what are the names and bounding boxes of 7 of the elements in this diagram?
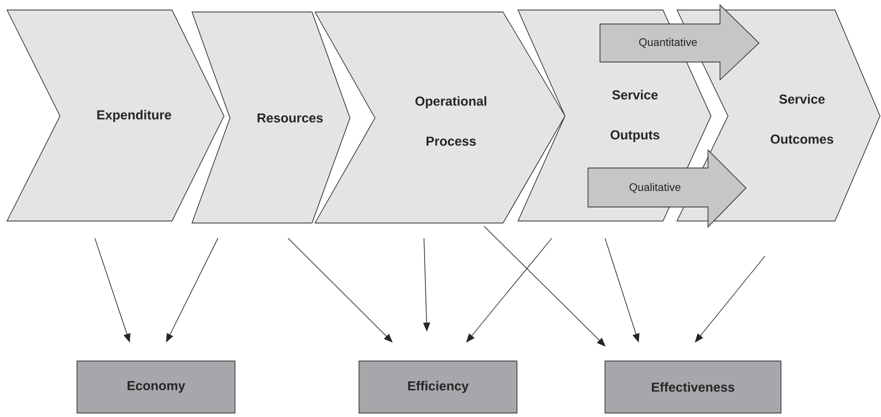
measure-tag: Quantitative — [600, 4, 760, 81]
outcome-box: Economy — [76, 360, 236, 414]
measure-tag: Qualitative — [588, 149, 746, 228]
outcome-box: Efficiency — [358, 360, 518, 414]
process-stage: Resources — [192, 12, 350, 224]
process-stage: Expenditure — [6, 10, 224, 222]
outcome-box: Effectiveness — [604, 360, 782, 414]
